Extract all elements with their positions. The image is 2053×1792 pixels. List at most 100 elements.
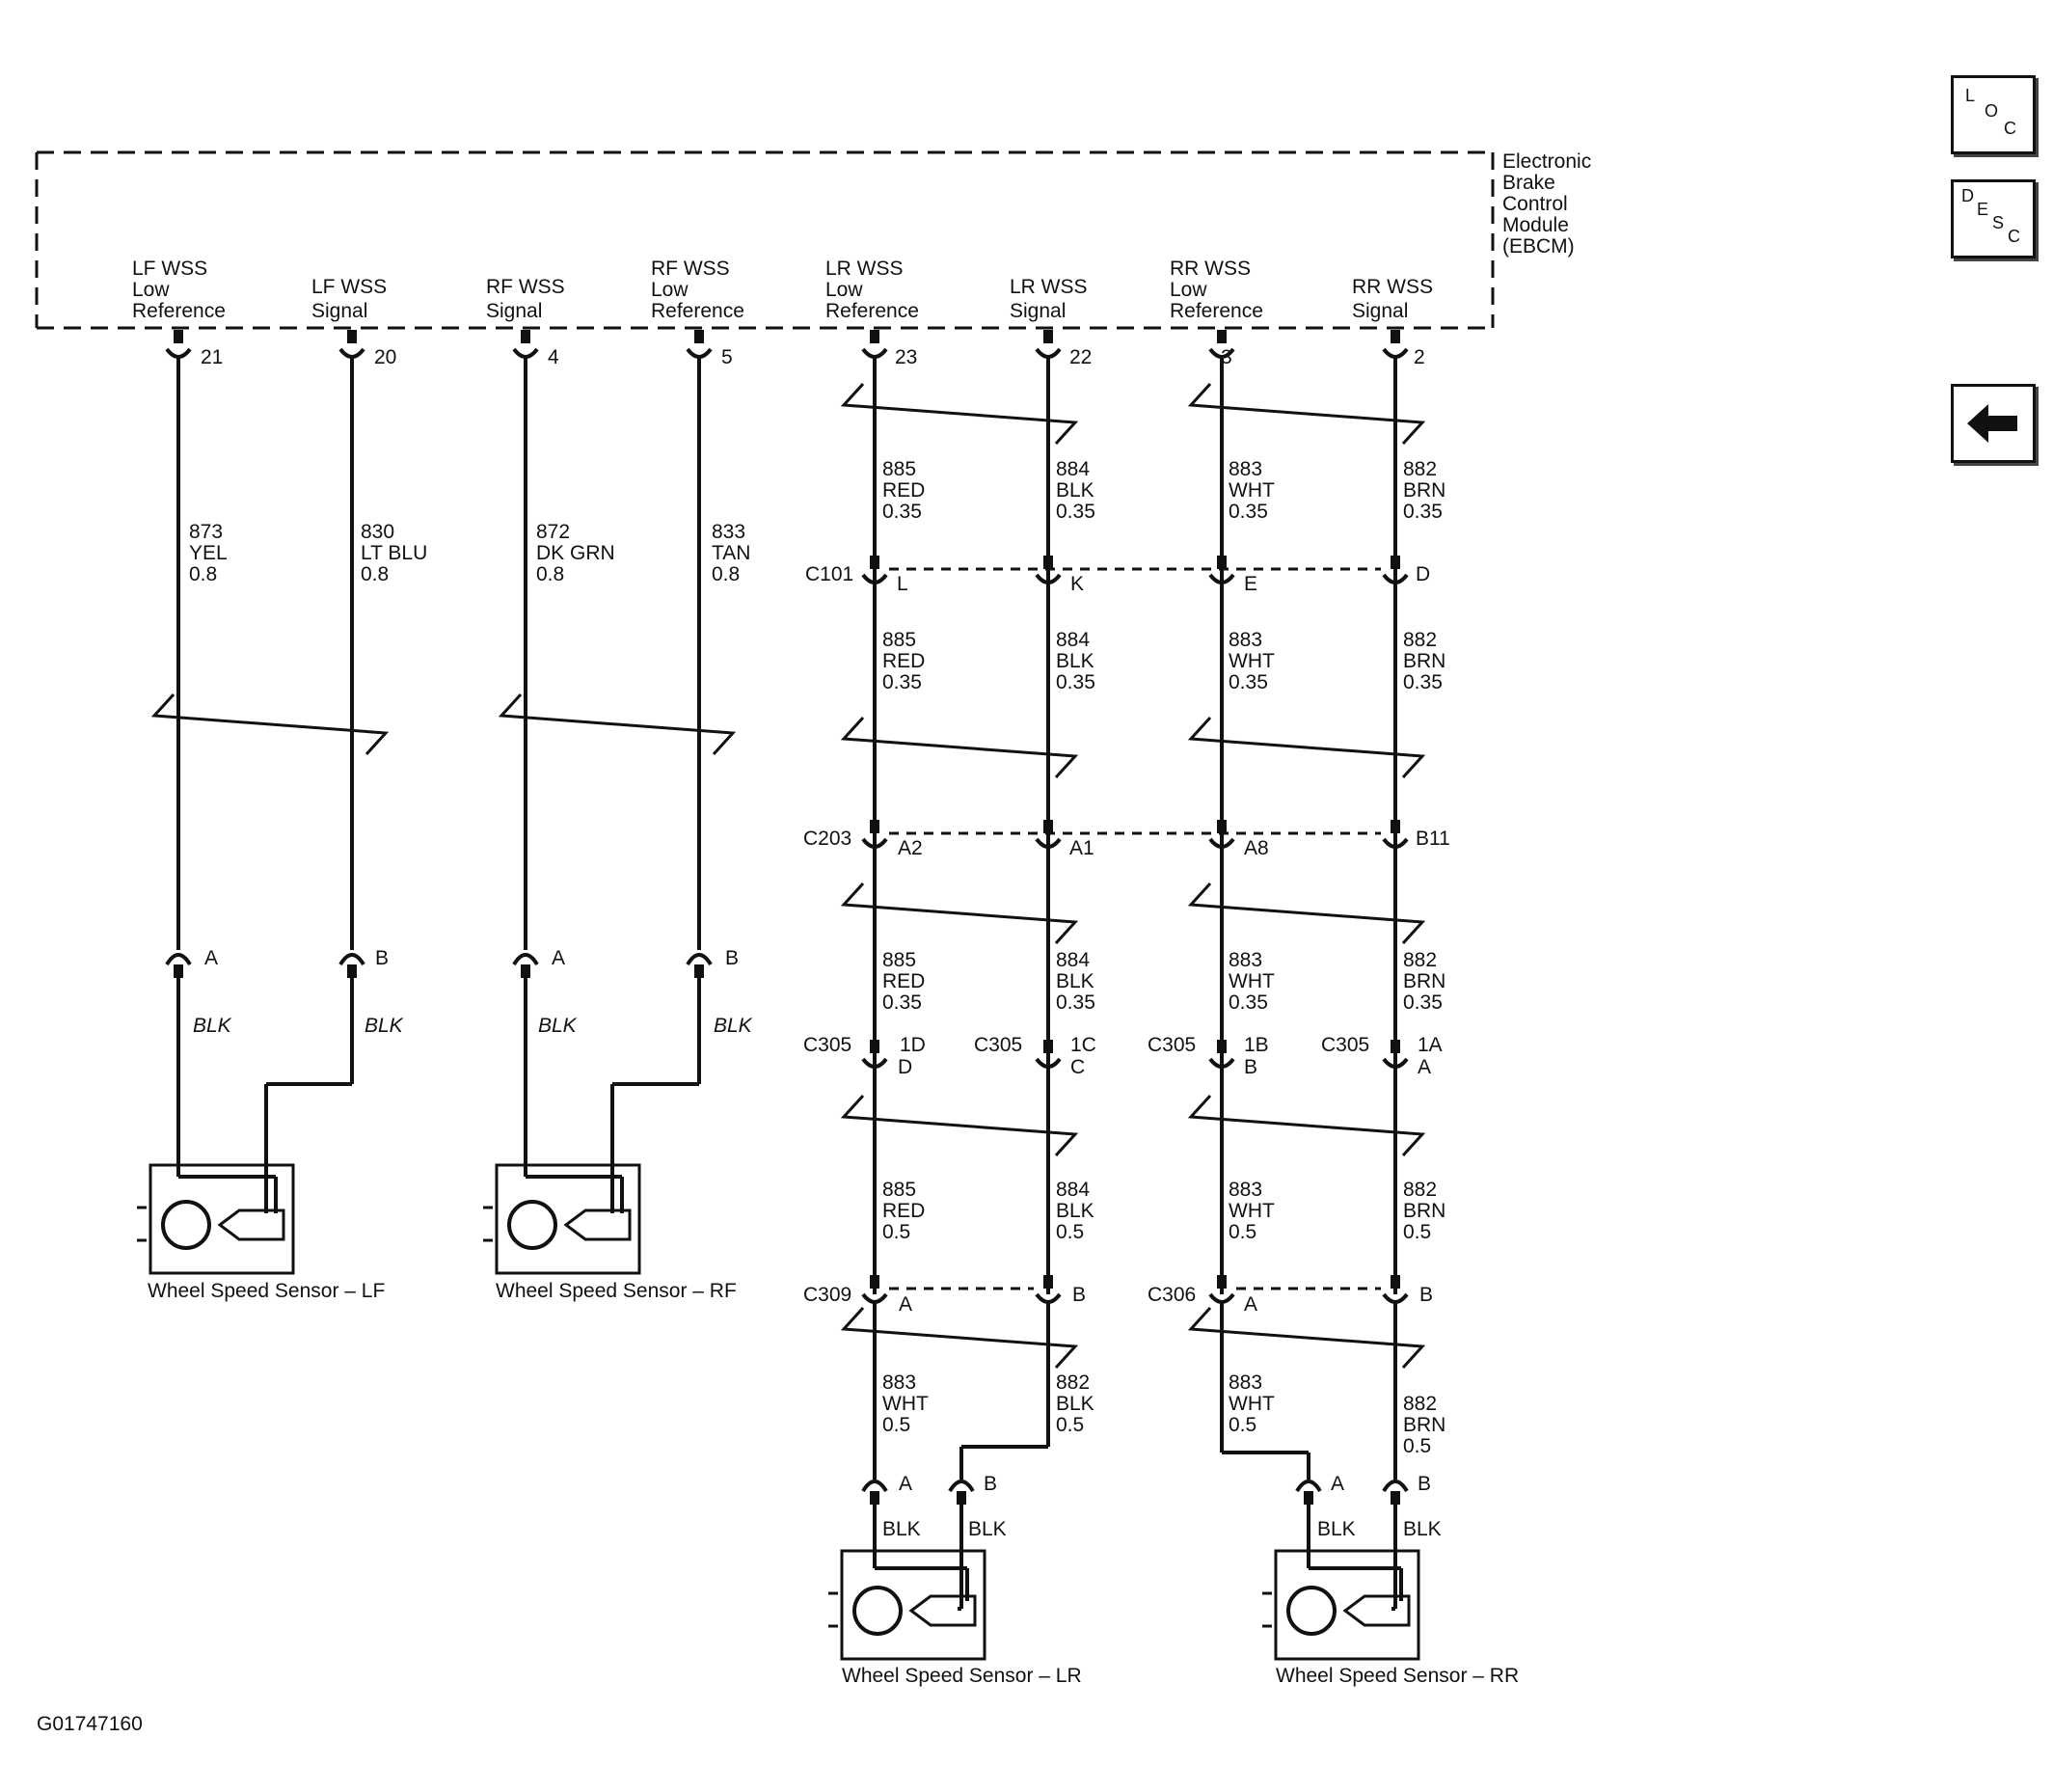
- lr-sensor-pickup-icon: [908, 1594, 977, 1627]
- front-sensor-conn-0-stub: [174, 964, 183, 978]
- rear-seg0-w3-circuit: 882: [1403, 458, 1437, 480]
- rear-seg4-w1-color: BLK: [1056, 1393, 1094, 1415]
- lf-lead-b: BLK: [365, 1015, 404, 1037]
- terminal-1-pin: 20: [374, 346, 396, 368]
- rear-seg4-w2-gauge: 0.5: [1229, 1414, 1256, 1436]
- rear-seg1-w1-circuit: 884: [1056, 629, 1090, 651]
- rr-lead-b: BLK: [1403, 1518, 1442, 1540]
- terminal-7-line-1: Signal: [1352, 300, 1408, 322]
- rear-seg2-w1-gauge: 0.35: [1056, 991, 1095, 1014]
- rf-sig-gauge: 0.8: [536, 563, 564, 585]
- c30x-2-cup: [1208, 1292, 1235, 1304]
- front-sensor-conn-3-arch: [686, 953, 713, 966]
- c101-0-cup: [861, 573, 888, 584]
- back-button[interactable]: [1951, 384, 2036, 463]
- c309-pin-1: B: [1072, 1284, 1086, 1306]
- rf-lead-a: BLK: [538, 1015, 578, 1037]
- c30x-1-cup: [1035, 1292, 1062, 1304]
- lr-conn-pin-b: B: [984, 1473, 997, 1495]
- rear-seg3-w1-gauge: 0.5: [1056, 1221, 1084, 1243]
- rear-seg2-w0-color: RED: [882, 970, 925, 992]
- c305-2-stub: [1217, 1040, 1227, 1053]
- rf-low-circuit: 833: [712, 521, 745, 543]
- terminal-3-line-0: RF WSS: [651, 258, 730, 280]
- rear-seg0-w3-gauge: 0.35: [1403, 501, 1443, 523]
- ebcm-terminal-2-stub: [521, 330, 530, 343]
- c305-pin-bot-3: A: [1418, 1056, 1431, 1078]
- loc-letter-c: C: [2004, 119, 2016, 138]
- rear-seg2-w1-color: BLK: [1056, 970, 1094, 992]
- desc-letter-s: S: [1992, 213, 2005, 232]
- lr-sensor-conn-b-arch: [948, 1480, 975, 1493]
- ebcm-terminal-7-stub: [1391, 330, 1400, 343]
- rear-seg1-w2-color: WHT: [1229, 650, 1275, 672]
- lf-low-circuit: 873: [189, 521, 223, 543]
- rear-seg1-w0-circuit: 885: [882, 629, 916, 651]
- rear-seg0-w2-gauge: 0.35: [1229, 501, 1268, 523]
- ebcm-terminal-3-stub: [694, 330, 704, 343]
- c203-1-stub: [1043, 820, 1053, 833]
- rear-break-2a: [840, 716, 1079, 779]
- rear-seg1-w1-color: BLK: [1056, 650, 1094, 672]
- c309-name: C309: [803, 1284, 851, 1306]
- terminal-7-line-0: RR WSS: [1352, 276, 1433, 298]
- lf-sig-circuit: 830: [361, 521, 394, 543]
- rear-seg1-w3-color: BRN: [1403, 650, 1445, 672]
- rear-seg2-w0-gauge: 0.35: [882, 991, 922, 1014]
- terminal-3-line-2: Reference: [651, 300, 744, 322]
- c30x-1-stub: [1043, 1275, 1053, 1289]
- c203-pin-3: B11: [1416, 828, 1450, 850]
- terminal-0-line-0: LF WSS: [132, 258, 207, 280]
- rear-seg1-w3-circuit: 882: [1403, 629, 1437, 651]
- rear-break-2b: [1187, 716, 1426, 779]
- c101-0-stub: [870, 556, 879, 569]
- rear-seg2-w1-circuit: 884: [1056, 949, 1090, 971]
- rear-seg4-w2-circuit: 883: [1229, 1371, 1262, 1394]
- c305-3-stub: [1391, 1040, 1400, 1053]
- lf-sig-color: LT BLU: [361, 542, 427, 564]
- c305-name-0: C305: [803, 1034, 851, 1056]
- c203-2-cup: [1208, 837, 1235, 849]
- c101-2-stub: [1217, 556, 1227, 569]
- c30x-2-stub: [1217, 1275, 1227, 1289]
- ebcm-terminal-1-cup: [338, 347, 365, 359]
- loc-letter-o: O: [1985, 101, 1999, 121]
- rear-break-1b: [1187, 382, 1426, 446]
- lf-lead-a: BLK: [193, 1015, 232, 1037]
- desc-button[interactable]: D E S C: [1951, 179, 2036, 258]
- c101-3-stub: [1391, 556, 1400, 569]
- rear-break-3a: [840, 882, 1079, 945]
- rr-sensor-conn-b-arch: [1382, 1480, 1409, 1493]
- rear-seg0-w2-circuit: 883: [1229, 458, 1262, 480]
- loc-button[interactable]: L O C: [1951, 75, 2036, 154]
- rear-seg2-w2-color: WHT: [1229, 970, 1275, 992]
- rf-conn-pin-b: B: [725, 947, 739, 969]
- figure-id: G01747160: [37, 1713, 143, 1735]
- wires: [137, 330, 1426, 1661]
- rear-seg4-w0-circuit: 883: [882, 1371, 916, 1394]
- rear-seg3-w1-circuit: 884: [1056, 1179, 1090, 1201]
- c101-pin-2: E: [1244, 573, 1257, 595]
- rf-low-gauge: 0.8: [712, 563, 740, 585]
- lf-sensor-wheel-icon: [161, 1200, 211, 1250]
- lr-sensor-body: [840, 1549, 986, 1661]
- c305-name-2: C305: [1148, 1034, 1196, 1056]
- lr-lead-a: BLK: [882, 1518, 921, 1540]
- rear-break-4a: [840, 1094, 1079, 1157]
- front-sensor-conn-1-arch: [338, 953, 365, 966]
- rear-seg1-w3-gauge: 0.35: [1403, 671, 1443, 693]
- rear-seg3-w0-color: RED: [882, 1200, 925, 1222]
- c101-pin-0: L: [897, 573, 908, 595]
- rear-break-5b: [1187, 1306, 1426, 1370]
- lf-conn-pin-a: A: [204, 947, 218, 969]
- c305-pin-bot-0: D: [898, 1056, 912, 1078]
- sensor-captions: Wheel Speed Sensor – LF Wheel Speed Sens…: [148, 1280, 1519, 1687]
- rear-break-5a: [840, 1306, 1079, 1370]
- front-wire-labels: 873 YEL 0.8 830 LT BLU 0.8 872 DK GRN 0.…: [189, 521, 750, 585]
- rr-sensor-conn-b-stub: [1391, 1491, 1400, 1505]
- ebcm-terminal-5-stub: [1043, 330, 1053, 343]
- front-sensor-conn-2-stub: [521, 964, 530, 978]
- inline-connectors: C101 L K E D C203 A2 A1 A8 B11 C305 C305…: [803, 563, 1450, 1316]
- terminal-4-pin: 23: [895, 346, 917, 368]
